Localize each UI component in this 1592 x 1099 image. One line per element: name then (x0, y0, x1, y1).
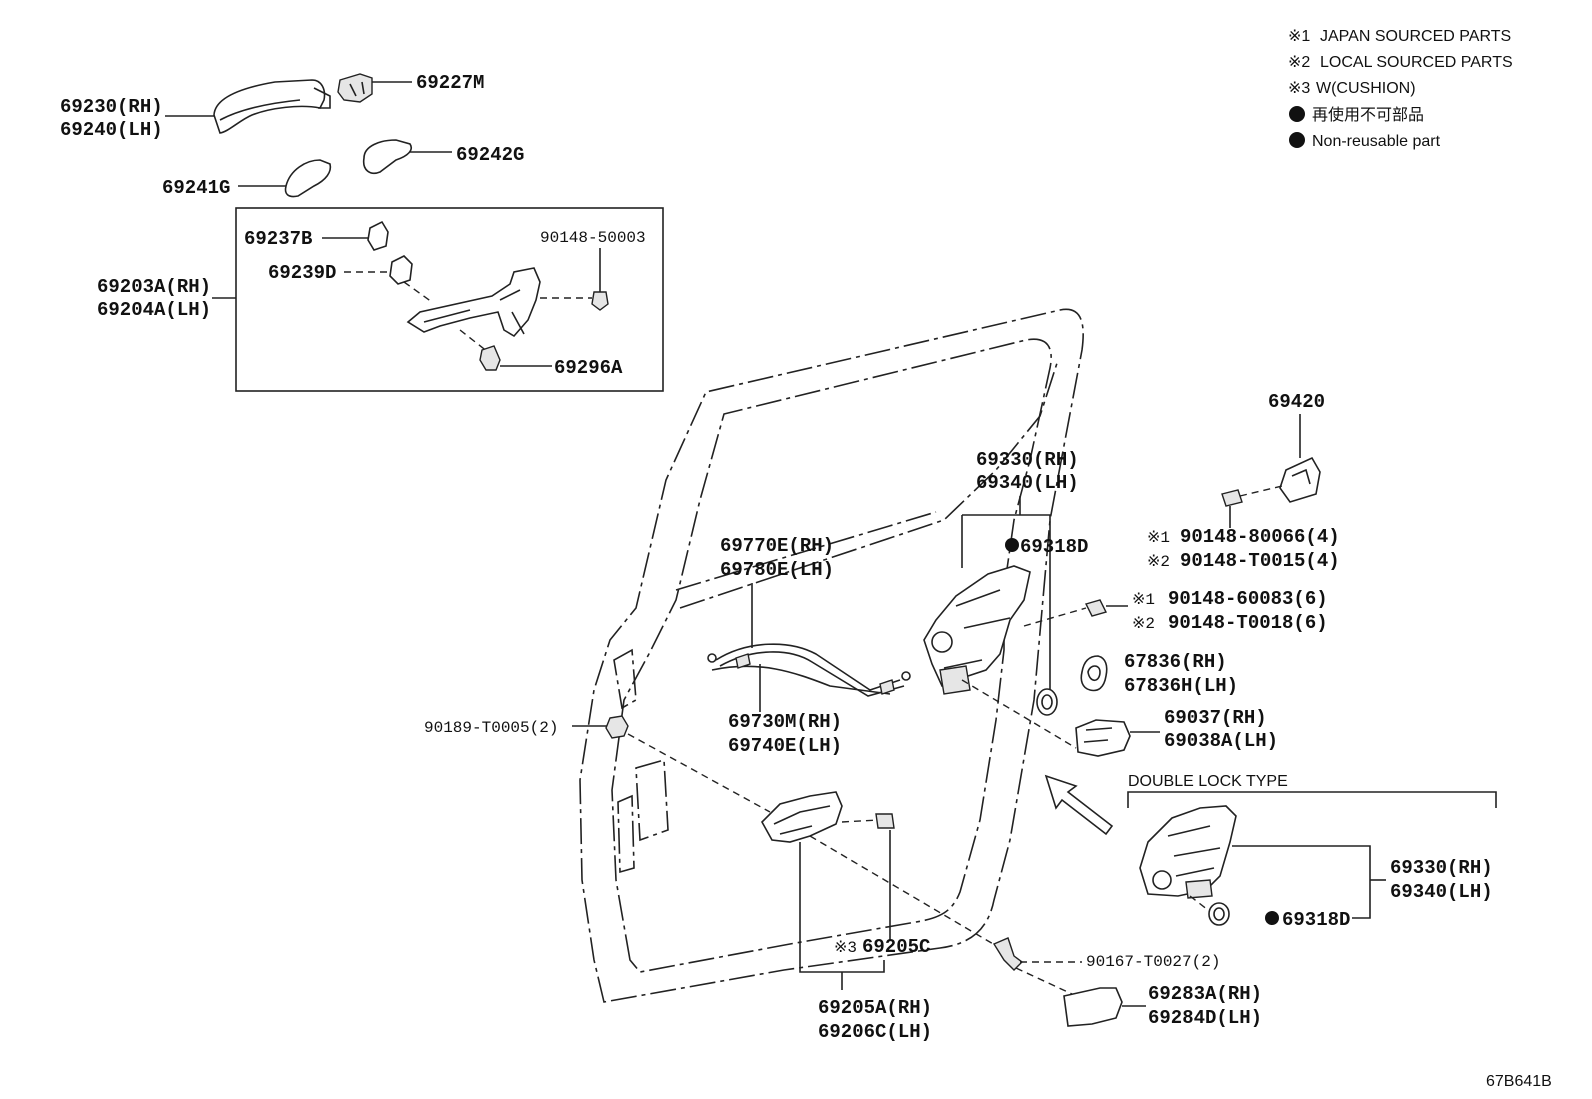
clip-icon (605, 715, 629, 739)
mark-1: ※1 (1147, 529, 1170, 547)
legend-text-3: W(CUSHION) (1316, 80, 1416, 97)
mark-3: ※1 (1132, 591, 1155, 609)
outside-handle-icon (213, 79, 326, 134)
part-label-69240: 69240(LH) (60, 119, 163, 141)
bolt-icon (1084, 599, 1108, 617)
part-label-69318D-b: 69318D (1282, 909, 1350, 931)
part-label-69237B: 69237B (244, 228, 312, 250)
handle-cap-icon (337, 73, 373, 103)
striker-icon (1279, 456, 1321, 503)
part-label-69242G: 69242G (456, 144, 524, 166)
lock-cable-icon (715, 643, 901, 691)
open-cable-icon (711, 665, 891, 695)
frame-box-border (235, 207, 664, 392)
bolt-icon (591, 291, 609, 311)
part-label-69740E: 69740E(LH) (728, 735, 842, 757)
part-label-69780E: 69780E(LH) (720, 559, 834, 581)
bolt-icon (1221, 489, 1243, 507)
door-inner-line (611, 338, 1052, 973)
legend-mark-1: ※1 (1288, 28, 1310, 45)
part-label-67836H: 67836H(LH) (1124, 675, 1238, 697)
door-belt-line (675, 511, 937, 591)
part-label-90189-T0005: 90189-T0005(2) (424, 719, 558, 737)
part-label-69241G: 69241G (162, 177, 230, 199)
double-lock-type-heading: DOUBLE LOCK TYPE (1128, 773, 1288, 790)
inside-handle-icon (761, 791, 843, 843)
part-label-69730M: 69730M(RH) (728, 711, 842, 733)
clip-icon (389, 255, 413, 285)
handle-frame-icon (406, 267, 541, 338)
inside-handle-group: 90189-T0005(2) ※3 69205C 69205A(RH) 6920… (424, 715, 1262, 1043)
part-label-69204A: 69204A(LH) (97, 299, 211, 321)
part-label-69037: 69037(RH) (1164, 707, 1267, 729)
part-label-69770E: 69770E(RH) (720, 535, 834, 557)
door-lock-icon (923, 565, 1031, 688)
part-label-69330-a: 69330(RH) (976, 449, 1079, 471)
part-label-69227M: 69227M (416, 72, 484, 94)
part-label-90148-50003: 90148-50003 (540, 229, 646, 247)
part-label-69340-b: 69340(LH) (1390, 881, 1493, 903)
handle-pad-icon (362, 139, 412, 174)
diagram-reference-code: 67B641B (1486, 1073, 1552, 1090)
part-label-69203A: 69203A(RH) (97, 276, 211, 298)
part-label-90167-T0027: 90167-T0027(2) (1086, 953, 1220, 971)
clip-icon (367, 220, 389, 251)
legend-mark-3: ※3 (1288, 80, 1310, 97)
part-label-69206C: 69206C(LH) (818, 1021, 932, 1043)
part-label-69318D-a: 69318D (1020, 536, 1088, 558)
double-lock-type-group: DOUBLE LOCK TYPE 69330(RH) 69340(LH) 693… (1127, 773, 1497, 931)
window-frame-line (679, 359, 1059, 609)
part-label-90148-T0015: 90148-T0015(4) (1180, 550, 1340, 572)
handle-frame-box: 69203A(RH) 69204A(LH) 69237B 69239D 9014… (97, 207, 664, 392)
lock-assembly: 69330(RH) 69340(LH) 69318D 69420 ※1 9014… (923, 391, 1340, 836)
part-label-69340-a: 69340(LH) (976, 472, 1079, 494)
non-reusable-dot-icon (1289, 132, 1305, 148)
legend: ※1 JAPAN SOURCED PARTS ※2 LOCAL SOURCED … (1288, 28, 1513, 150)
cushion-icon (875, 813, 895, 829)
part-label-69296A: 69296A (554, 357, 623, 379)
part-label-69205A: 69205A(RH) (818, 997, 932, 1019)
non-reusable-dot-icon (1005, 538, 1019, 552)
part-label-69284D: 69284D(LH) (1148, 1007, 1262, 1029)
bolt-icon (479, 345, 501, 371)
part-label-69038A: 69038A(LH) (1164, 730, 1278, 752)
direction-arrow-icon (1044, 774, 1114, 836)
mark-4: ※2 (1132, 615, 1155, 633)
part-label-90148-60083: 90148-60083(6) (1168, 588, 1328, 610)
non-reusable-dot-icon (1289, 106, 1305, 122)
part-label-69420: 69420 (1268, 391, 1325, 413)
cable-group: 69770E(RH) 69780E(LH) 69730M(RH) 69740E(… (707, 535, 911, 757)
part-label-67836: 67836(RH) (1124, 651, 1227, 673)
lock-cover-icon (1075, 719, 1131, 757)
part-label-69205C: 69205C (862, 936, 930, 958)
legend-mark-2: ※2 (1288, 54, 1310, 71)
mark-2: ※2 (1147, 553, 1170, 571)
part-label-69330-b: 69330(RH) (1390, 857, 1493, 879)
part-label-69283A: 69283A(RH) (1148, 983, 1262, 1005)
legend-text-2: LOCAL SOURCED PARTS (1320, 54, 1513, 71)
legend-text-5: Non-reusable part (1312, 133, 1441, 150)
part-label-69230: 69230(RH) (60, 96, 163, 118)
part-label-69239D: 69239D (268, 262, 336, 284)
grommet-icon (1080, 655, 1108, 692)
outside-handle-group: 69227M 69230(RH) 69240(LH) 69242G 69241G (60, 72, 524, 199)
door-outline (579, 308, 1084, 1003)
non-reusable-dot-icon (1265, 911, 1279, 925)
part-label-90148-80066: 90148-80066(4) (1180, 526, 1340, 548)
part-label-90148-T0018: 90148-T0018(6) (1168, 612, 1328, 634)
door-outer-line (579, 308, 1084, 1003)
handle-bezel-icon (1063, 987, 1123, 1027)
handle-pad-icon (284, 159, 332, 198)
bolt-icon (992, 937, 1024, 971)
legend-text-4: 再使用不可部品 (1312, 106, 1424, 124)
mark-5: ※3 (834, 939, 857, 957)
legend-text-1: JAPAN SOURCED PARTS (1320, 28, 1511, 45)
